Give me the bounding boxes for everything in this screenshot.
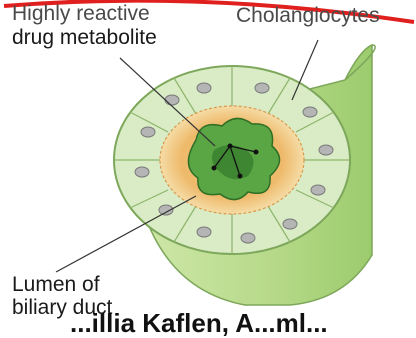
- metabolite-label-line1: Highly reactive: [12, 2, 150, 25]
- metabolite-label-line2: drug metabolite: [12, 26, 157, 49]
- cholangiocytes-label: Cholangiocytes: [236, 4, 380, 27]
- lumen-label-line1: Lumen of: [12, 273, 112, 296]
